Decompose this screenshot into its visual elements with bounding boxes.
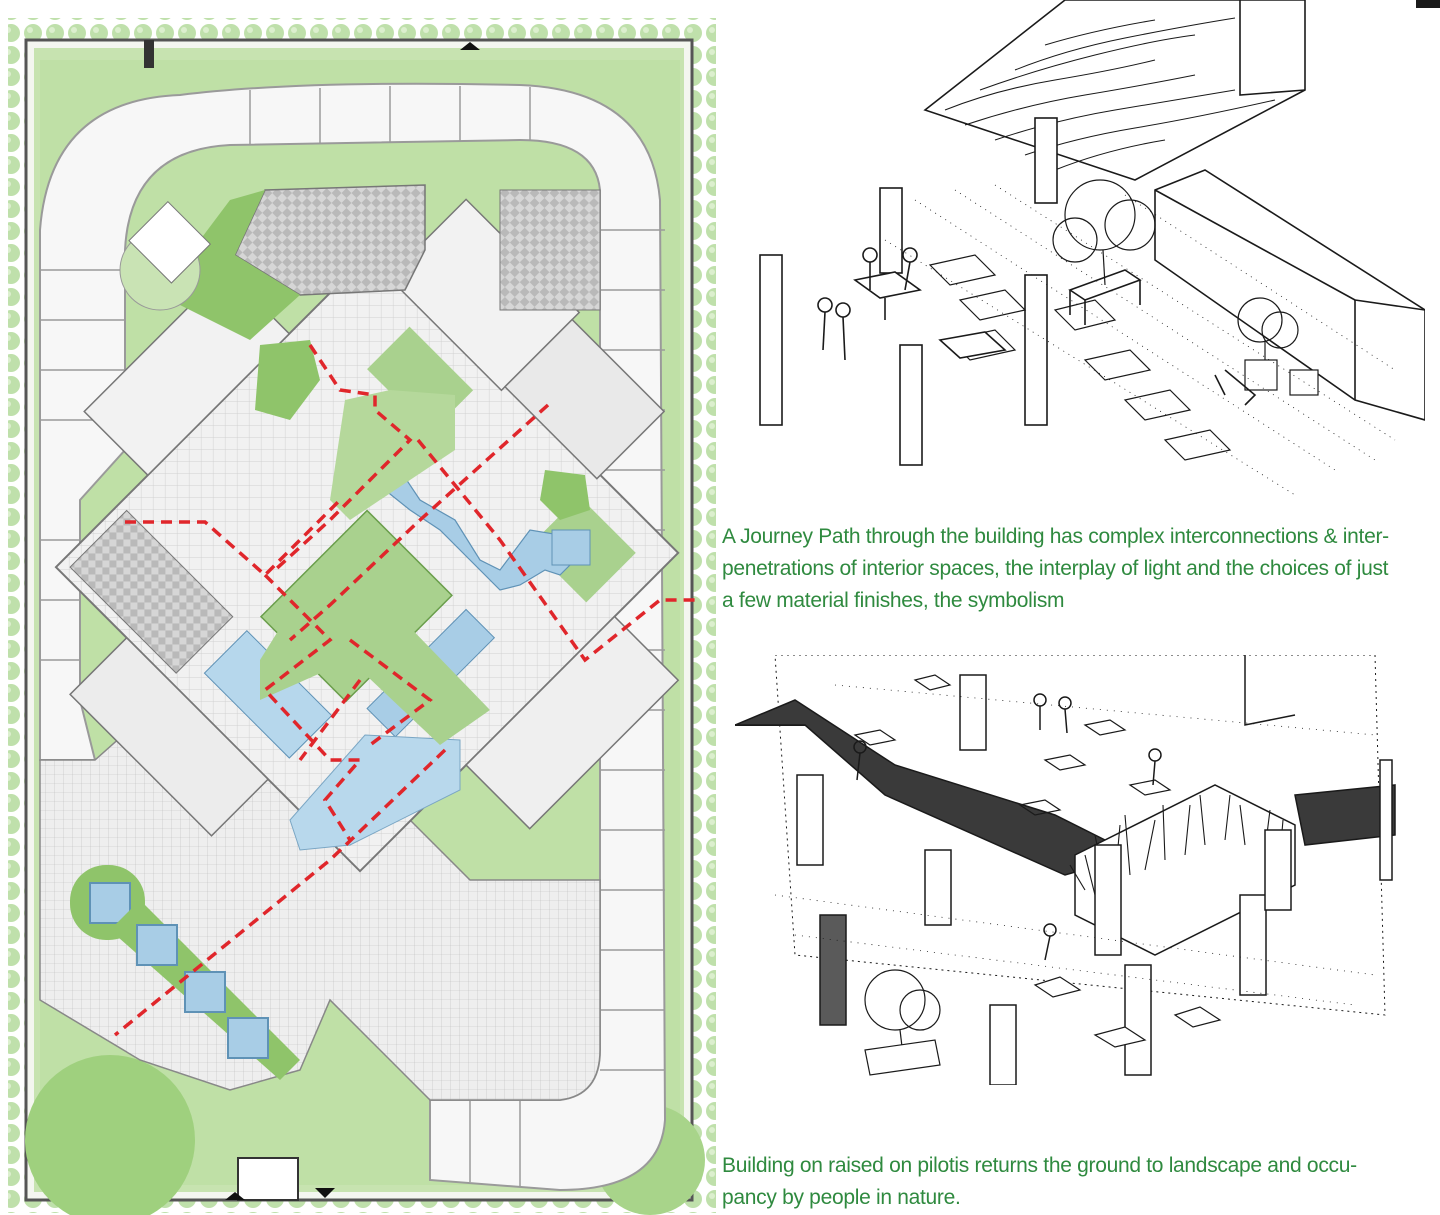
sketch-column [1034, 117, 1058, 204]
sketch-column [796, 774, 824, 866]
caption-journey-line-1: A Journey Path through the building has … [722, 525, 1389, 548]
caption-journey-line-2: penetrations of interior spaces, the int… [722, 557, 1389, 580]
sketch-boardwalk [735, 699, 1138, 876]
sketch-column [1264, 829, 1292, 911]
sketch-tree-small [1237, 297, 1319, 396]
sketch-column [924, 849, 952, 926]
sketch-column [819, 914, 847, 1026]
sketch-column [989, 1004, 1017, 1085]
sketch-tree [1052, 179, 1156, 286]
corner-mark [1416, 0, 1440, 8]
sketch-column [1239, 894, 1267, 996]
building-footprint [54, 198, 680, 873]
north-lawn [170, 190, 300, 340]
caption-journey-path: A Journey Path through the building has … [722, 521, 1438, 617]
sketch-column [1124, 964, 1152, 1076]
sketch-column [959, 674, 987, 751]
sketch-column [759, 254, 783, 426]
sketch-column [1379, 759, 1393, 881]
pilotis-sketch-bottom [735, 655, 1396, 1085]
top-right-court [499, 189, 601, 311]
courtyard-sketch-top [759, 0, 1425, 496]
caption-journey-line-3: a few material finishes, the symbolism [722, 589, 1065, 612]
caption-pilotis-line-2: pancy by people in nature. [722, 1186, 961, 1209]
caption-pilotis: Building on raised on pilotis returns th… [722, 1150, 1438, 1214]
pools [289, 469, 591, 851]
journey-path [113, 344, 700, 1037]
sketch-column [1024, 274, 1048, 426]
site-plan [8, 18, 716, 1215]
sketch-column [1094, 844, 1122, 956]
gatehouse [237, 1157, 299, 1201]
planter-pools [70, 865, 300, 1080]
sketch-column [899, 344, 923, 466]
caption-pilotis-line-1: Building on raised on pilotis returns th… [722, 1154, 1357, 1177]
sketch-building-block [1154, 169, 1425, 421]
sketch-column [879, 187, 903, 274]
sketch-tree [864, 969, 941, 1076]
